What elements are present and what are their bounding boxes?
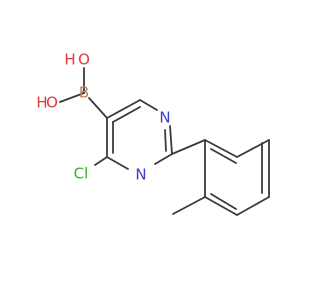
bond-ar5-ar6 xyxy=(204,196,238,216)
bond-ar2-ar3 xyxy=(236,139,270,158)
bond-c5-c6-inner xyxy=(112,106,141,123)
atom-h-bottom: H xyxy=(36,94,47,112)
atom-nitrogen-bottom: N xyxy=(135,166,146,184)
bond-n1-c2 xyxy=(169,125,173,155)
atom-chlorine: Cl xyxy=(74,165,89,183)
bond-c5-c6 xyxy=(106,99,141,119)
bond-b-c5 xyxy=(88,97,108,119)
atom-h-top: H xyxy=(64,51,75,69)
bond-c6-n1 xyxy=(139,99,158,111)
bond-c4-cl xyxy=(94,156,108,166)
atom-o-top: O xyxy=(78,51,90,69)
bond-methyl xyxy=(172,196,206,215)
bond-n1-c2-inner xyxy=(164,129,167,152)
atom-o-bottom: O xyxy=(46,94,58,112)
bond-ar-inner-3 xyxy=(210,193,237,210)
molecule-diagram: O H O H B N N Cl xyxy=(36,51,270,216)
bond-c2-n3 xyxy=(154,153,173,165)
atom-boron: B xyxy=(79,84,89,102)
bond-ar-inner-1 xyxy=(210,148,237,164)
bond-n3-c4 xyxy=(106,156,129,170)
bond-ar1-ar2 xyxy=(204,139,238,158)
bond-ar4-ar5 xyxy=(236,196,270,216)
atom-nitrogen-top: N xyxy=(159,109,170,127)
bond-b-o-bottom xyxy=(59,92,85,103)
bond-c2-aryl xyxy=(171,139,206,155)
structure-svg: O H O H B N N Cl xyxy=(36,51,270,216)
